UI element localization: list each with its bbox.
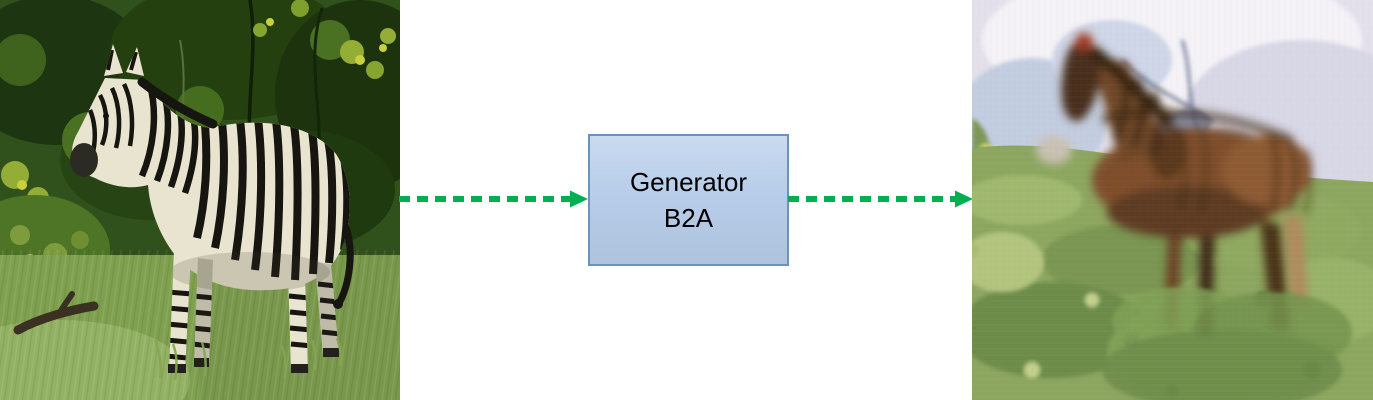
dashed-arrow-icon: [399, 190, 588, 208]
input-image-zebra: [0, 0, 400, 400]
generated-horse-scene-graphic: [972, 0, 1373, 400]
dashed-arrow-icon: [788, 190, 973, 208]
zebra-scene-graphic: [0, 0, 400, 400]
generator-label-line2: B2A: [663, 203, 714, 233]
arrow-generator-to-output: [788, 189, 974, 209]
arrow-input-to-generator: [399, 189, 589, 209]
generator-b2a-node: Generator B2A: [588, 134, 789, 266]
output-image-generated-horse: [972, 0, 1373, 400]
generator-label-line1: Generator: [629, 167, 748, 197]
